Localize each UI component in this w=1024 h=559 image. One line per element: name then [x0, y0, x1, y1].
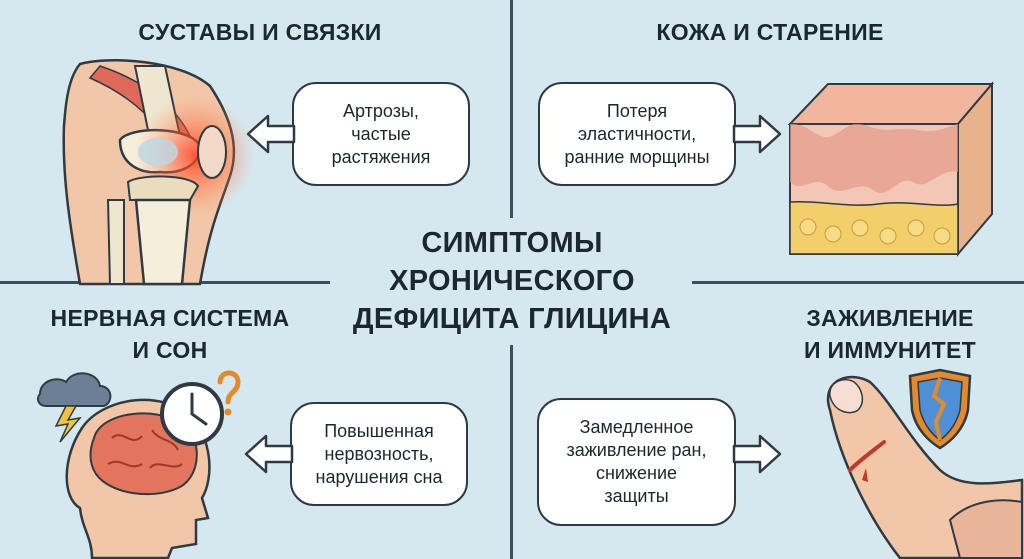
joints-title: СУСТАВЫ И СВЯЗКИ — [138, 19, 382, 45]
skin-title: КОЖА И СТАРЕНИЕ — [656, 19, 884, 45]
divider-vertical-top — [510, 0, 513, 218]
skin-layers-icon — [787, 81, 995, 257]
skin-arrow-right-icon — [732, 114, 782, 154]
skin-symptom-bubble: Потеря эластичности, ранние морщины — [538, 82, 736, 186]
wounded-finger-icon — [826, 368, 1024, 559]
healing-arrow-right-icon — [732, 434, 782, 474]
joints-symptom-text: Артрозы, частые растяжения — [331, 100, 431, 167]
nervous-symptom-bubble: Повышенная нервозность, нарушения сна — [290, 402, 468, 506]
nervous-arrow-left-icon — [244, 434, 294, 474]
skin-symptom-text: Потеря эластичности, ранние морщины — [564, 100, 710, 167]
divider-vertical-bottom — [510, 345, 513, 559]
knee-joint-icon — [62, 59, 255, 286]
nervous-title: НЕРВНАЯ СИСТЕМА И СОН — [50, 305, 290, 363]
divider-horizontal-right — [692, 281, 1024, 284]
joints-symptom-bubble: Артрозы, частые растяжения — [292, 82, 470, 186]
healing-symptom-text: Замедленное заживление ран, снижение защ… — [566, 417, 707, 506]
joints-arrow-left-icon — [246, 114, 296, 154]
brain-clock-icon — [37, 370, 241, 559]
healing-title: ЗАЖИВЛЕНИЕ И ИММУНИТЕТ — [804, 305, 976, 363]
nervous-symptom-text: Повышенная нервозность, нарушения сна — [315, 420, 443, 487]
center-title: СИМПТОМЫ ХРОНИЧЕСКОГО ДЕФИЦИТА ГЛИЦИНА — [352, 227, 672, 335]
healing-symptom-bubble: Замедленное заживление ран, снижение защ… — [537, 398, 736, 526]
